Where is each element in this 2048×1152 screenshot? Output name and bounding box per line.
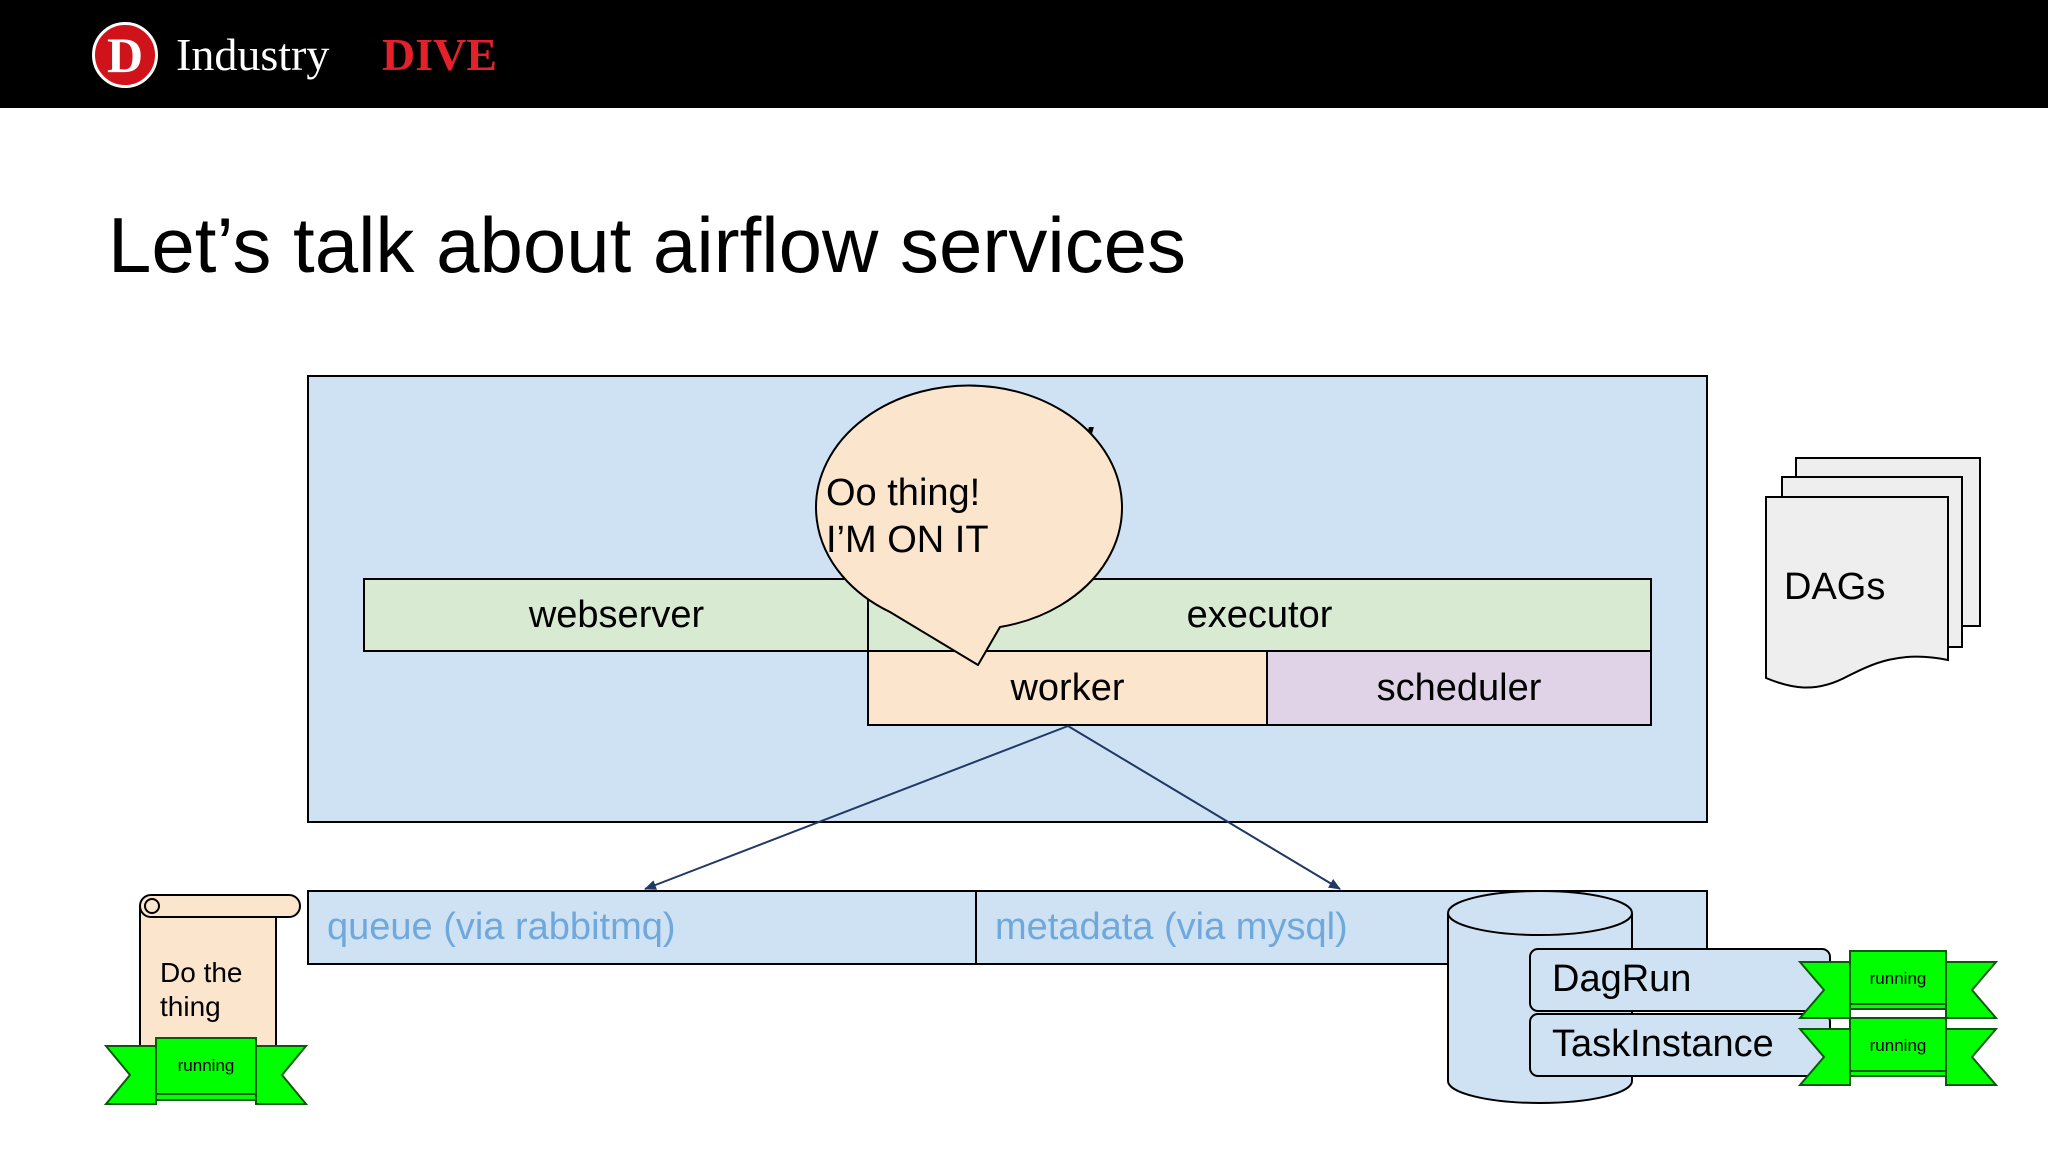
task-scroll-line-1: Do the	[160, 957, 243, 988]
worker-to-queue-arrow	[644, 725, 1069, 890]
taskinstance-running-badge: running	[1797, 1017, 1999, 1086]
speech-bubble	[815, 384, 1123, 666]
scheduler-label: scheduler	[1376, 666, 1542, 709]
webserver-box: webserver	[363, 578, 870, 652]
worker-to-metadata-arrow	[1067, 725, 1341, 890]
speech-bubble-text: Oo thing! I’M ON IT	[826, 470, 1126, 564]
dagrun-running-label: running	[1870, 969, 1927, 988]
logo-text-industry: Industry	[176, 29, 330, 80]
logo-mark: D	[92, 22, 158, 88]
taskinstance-label: TaskInstance	[1552, 1023, 1774, 1065]
webserver-label: webserver	[528, 593, 705, 636]
task-scroll-icon	[139, 894, 301, 1076]
scheduler-box: scheduler	[1266, 650, 1652, 726]
metadata-label: metadata (via mysql)	[995, 906, 1348, 948]
dags-label: DAGs	[1784, 566, 1886, 608]
dags-documents-icon	[1765, 457, 1981, 689]
logo-text-dive: DIVE	[382, 29, 498, 80]
taskinstance-running-label: running	[1870, 1036, 1927, 1055]
slide-title: Let’s talk about airflow services	[108, 201, 1187, 289]
queue-label: queue (via rabbitmq)	[327, 906, 676, 948]
dagrun-label: DagRun	[1552, 958, 1692, 1000]
queue-box: queue (via rabbitmq)	[307, 890, 977, 965]
task-running-label: running	[178, 1056, 235, 1075]
task-scroll-text: Do the thing	[160, 956, 290, 1024]
executor-label: executor	[1186, 593, 1333, 636]
worker-label: worker	[1010, 666, 1125, 709]
dagrun-running-badge: running	[1797, 950, 1999, 1019]
header-bar: D Industry DIVE	[0, 0, 2048, 108]
task-scroll-line-2: thing	[160, 991, 221, 1022]
speech-bubble-line-2: I’M ON IT	[826, 519, 989, 561]
task-running-badge: running	[103, 1037, 309, 1105]
speech-bubble-line-1: Oo thing!	[826, 472, 981, 514]
